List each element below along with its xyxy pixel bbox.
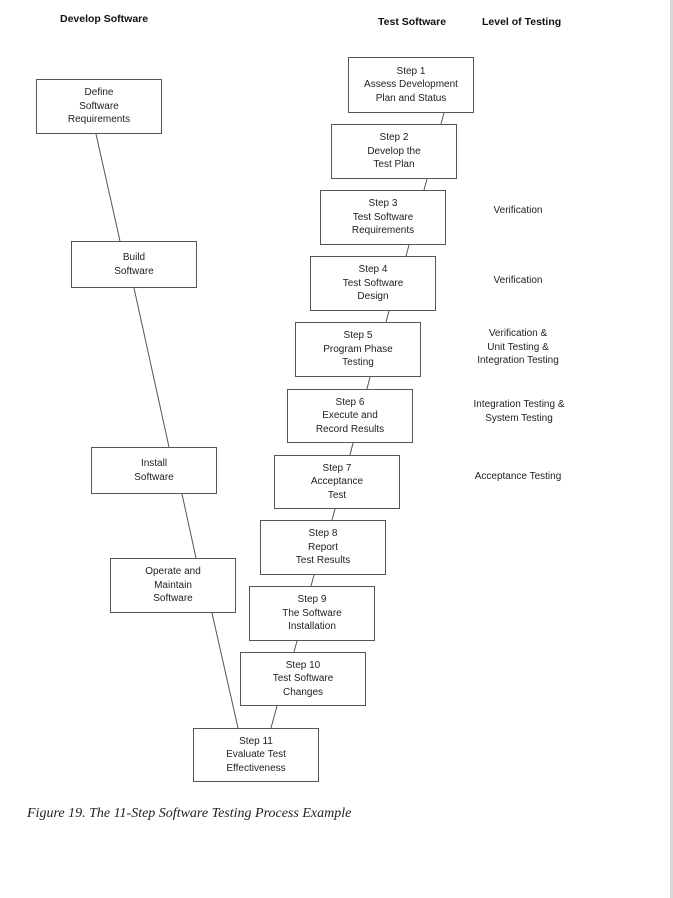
box-line: Define (84, 87, 114, 99)
box-line: Step 7 (322, 462, 352, 474)
box-line: Software (79, 100, 119, 112)
box-line: Design (357, 291, 389, 303)
box-line: Requirements (351, 225, 415, 237)
box-line: Acceptance (310, 476, 364, 488)
box-line: Step 6 (335, 396, 365, 408)
box-line: Step 11 (239, 735, 273, 747)
step-box-3: Step 3 Test Software Requirements (320, 190, 446, 245)
box-line: Test (327, 489, 347, 501)
develop-box-define-requirements: Define Software Requirements (36, 79, 162, 134)
box-line: Step 3 (368, 198, 398, 210)
develop-software-header: Develop Software (60, 13, 149, 25)
level-line: Verification & (488, 328, 548, 339)
box-line: Step 1 (396, 65, 426, 77)
step-connector (270, 705, 278, 729)
step-connector (366, 376, 371, 390)
box-line: Step 9 (297, 594, 327, 606)
box-line: Test Results (295, 555, 351, 567)
step-connector (310, 574, 315, 587)
box-line: Develop the (367, 145, 421, 157)
level-line: System Testing (485, 412, 553, 424)
box-line: Test Software (342, 277, 404, 289)
box-line: Step 8 (308, 528, 338, 540)
develop-box-install-software: Install Software (91, 447, 217, 494)
box-line: Step 5 (343, 330, 373, 342)
level-line: Acceptance Testing (474, 471, 562, 482)
level-line: Verification (493, 205, 543, 216)
box-line: The Software (282, 607, 342, 619)
box-line: Step 4 (358, 264, 388, 276)
box-line: Test Plan (373, 159, 415, 171)
box-line: Report (307, 541, 338, 553)
develop-box-build-software: Build Software (71, 241, 197, 288)
step-connector (385, 310, 390, 323)
box-line: Install (140, 458, 168, 469)
develop-connector (95, 133, 121, 242)
step-box-11: Step 11 Evaluate Test Effectiveness (193, 728, 319, 782)
step-box-4: Step 4 Test Software Design (310, 256, 436, 311)
step-box-7: Step 7 Acceptance Test (274, 455, 400, 509)
develop-connector (181, 493, 197, 559)
box-line: Step 10 (285, 659, 321, 671)
box-line: Maintain (154, 579, 192, 591)
step-box-8: Step 8 Report Test Results (260, 520, 386, 575)
step-box-1: Step 1 Assess Development Plan and Statu… (348, 57, 474, 113)
step-box-5: Step 5 Program Phase Testing (295, 322, 421, 377)
level-label-step-5: Verification & Unit Testing & Integratio… (468, 327, 568, 368)
box-line: Requirements (67, 114, 131, 126)
step-box-9: Step 9 The Software Installation (249, 586, 375, 641)
step-connector (331, 508, 336, 521)
box-line: Program Phase (323, 343, 393, 355)
box-line: Effectiveness (226, 762, 286, 774)
level-label-step-7: Acceptance Testing (468, 470, 568, 484)
box-line: Test Software (352, 211, 414, 223)
step-connector (423, 178, 428, 191)
box-line: Build (122, 252, 146, 263)
step-box-6: Step 6 Execute and Record Results (287, 389, 413, 443)
develop-box-operate-maintain: Operate and Maintain Software (110, 558, 236, 613)
box-line: Software (114, 265, 154, 277)
box-line: Step 2 (379, 132, 409, 144)
box-line: Evaluate Test (226, 749, 286, 761)
develop-connector (211, 612, 239, 729)
level-line: Unit Testing & (487, 341, 549, 353)
box-line: Record Results (315, 423, 385, 435)
level-label-step-4: Verification (478, 274, 558, 288)
step-connector (440, 112, 445, 125)
test-software-header: Test Software (378, 16, 447, 28)
level-label-step-3: Verification (478, 204, 558, 218)
step-connector (293, 640, 298, 653)
box-line: Execute and (322, 410, 378, 422)
step-box-10: Step 10 Test Software Changes (240, 652, 366, 706)
box-line: Changes (282, 686, 324, 698)
page-edge-divider (670, 0, 673, 898)
box-line: Assess Development (364, 79, 458, 91)
box-line: Installation (288, 621, 336, 633)
box-line: Operate and (145, 566, 201, 578)
level-label-step-6: Integration Testing & System Testing (466, 398, 572, 425)
step-connector (349, 442, 354, 456)
level-line: Verification (493, 275, 543, 286)
box-line: Test Software (272, 673, 334, 685)
level-line: Integration Testing & (473, 399, 565, 410)
figure-caption: Figure 19. The 11-Step Software Testing … (27, 806, 352, 821)
step-box-2: Step 2 Develop the Test Plan (331, 124, 457, 179)
box-line: Plan and Status (375, 92, 447, 104)
level-line: Integration Testing (477, 355, 559, 366)
step-connector (405, 244, 410, 257)
box-line: Software (153, 593, 193, 605)
develop-connector (133, 287, 170, 448)
box-line: Software (134, 471, 174, 483)
level-of-testing-header: Level of Testing (482, 16, 562, 28)
box-line: Testing (342, 357, 374, 369)
